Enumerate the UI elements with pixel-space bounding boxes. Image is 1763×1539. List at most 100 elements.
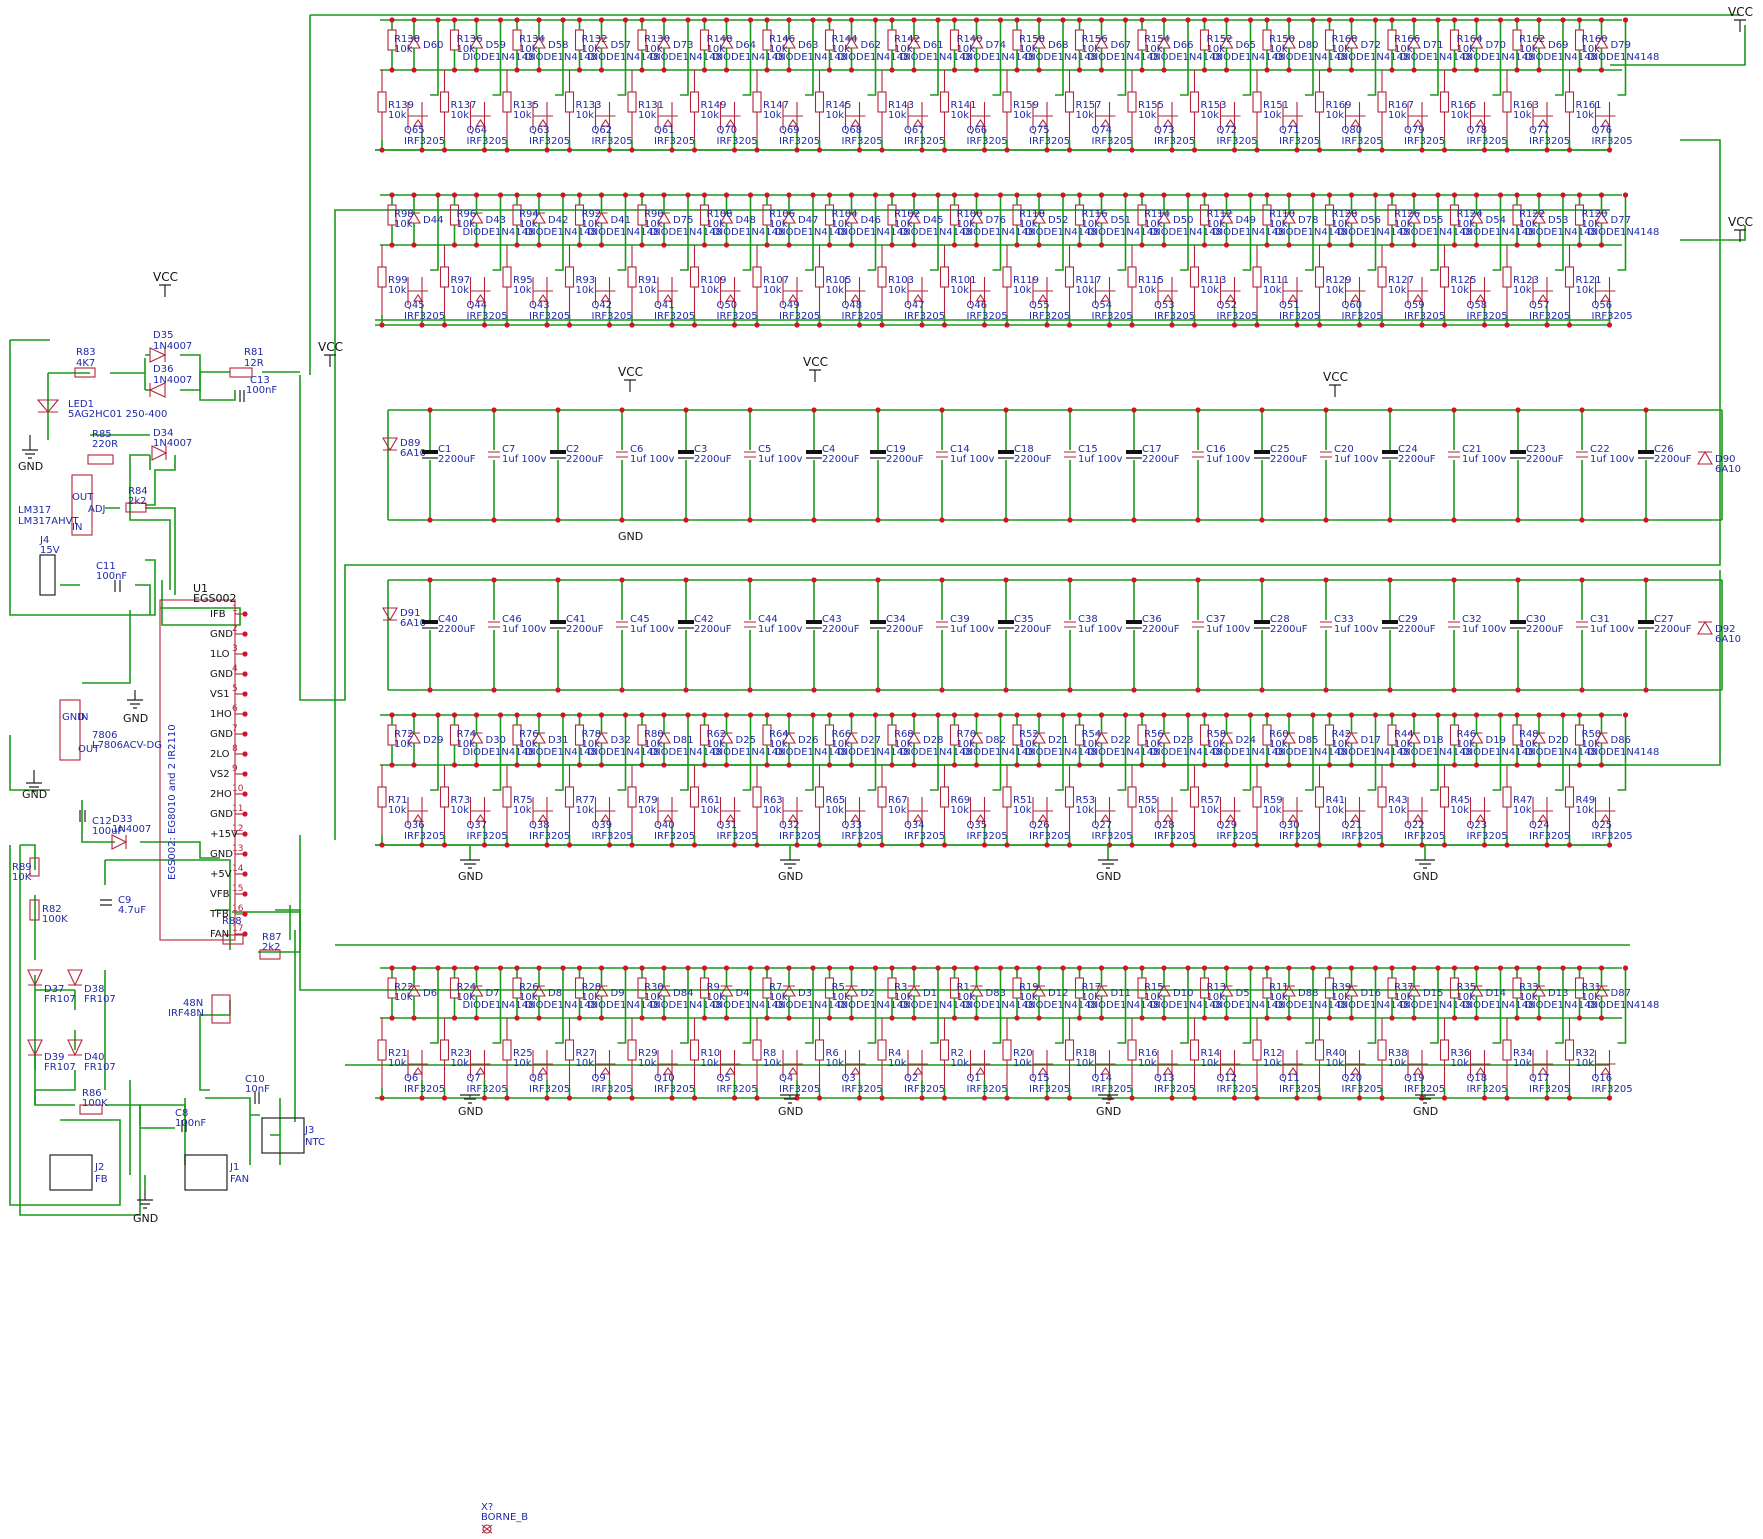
resistor [377, 786, 387, 808]
resistor-ref: R80 [644, 729, 664, 740]
junction [872, 17, 879, 23]
junction [691, 147, 698, 153]
junction [1514, 242, 1520, 248]
mosfet-ref: Q22 [1404, 820, 1425, 831]
resistor-value: 10k [951, 285, 970, 296]
junction [1515, 517, 1521, 523]
resistor-ref: R158 [1019, 34, 1045, 45]
component-label: FR107 [44, 994, 76, 1005]
resistor-ref: R92 [582, 209, 602, 220]
vcc-flag: VCC [618, 365, 643, 392]
junction [764, 1015, 770, 1021]
mosfet-icon [1287, 1067, 1299, 1075]
junction [973, 67, 980, 73]
junction [747, 17, 754, 23]
resistor-ref: R150 [1269, 34, 1295, 45]
capacitor-value: 2200uF [566, 454, 604, 465]
junction [1389, 965, 1395, 971]
junction [1379, 147, 1385, 153]
mosfet-ref: Q46 [967, 300, 988, 311]
resistor-value: 10k [1326, 805, 1345, 816]
junction [242, 671, 248, 677]
junction [973, 17, 980, 23]
mosfet-ref: Q80 [1342, 125, 1363, 136]
pin-number: 2 [232, 624, 238, 634]
junction [639, 762, 645, 768]
mosfet-icon [1037, 119, 1049, 127]
resistor-value: 10k [1576, 285, 1595, 296]
resistor [564, 1039, 575, 1061]
diode-ref: D1 [923, 988, 937, 999]
junction [685, 965, 691, 971]
junction [427, 407, 433, 413]
junction [1286, 762, 1292, 768]
junction [451, 762, 458, 768]
component-label: C11 [96, 561, 116, 572]
resistor-value: 10k [957, 44, 976, 55]
component-label: D35 [153, 330, 173, 341]
resistor [1064, 91, 1075, 113]
electrolytic-icon [1382, 620, 1398, 624]
junction [1451, 1015, 1458, 1021]
junction [786, 762, 792, 768]
junction [879, 1095, 885, 1101]
junction [1326, 712, 1333, 718]
junction [1131, 687, 1137, 693]
capacitor-ref: C27 [1654, 614, 1674, 625]
junction [1356, 147, 1363, 153]
diode-ref: D47 [798, 215, 818, 226]
mosfet-icon [725, 119, 736, 127]
diode-value: DIODE1N4148 [525, 52, 597, 63]
diode-icon [382, 607, 398, 622]
resistor [752, 786, 762, 808]
mosfet-value: IRF3205 [1529, 831, 1570, 842]
resistor [1252, 786, 1262, 808]
junction [1372, 192, 1379, 198]
resistor-ref: R104 [832, 209, 858, 220]
capacitor-ref: C32 [1462, 614, 1482, 625]
resistor-value: 10k [957, 219, 976, 230]
junction [661, 712, 667, 718]
junction [1129, 322, 1135, 328]
capacitor-value: 2200uF [1270, 454, 1308, 465]
junction [981, 842, 988, 848]
junction [1372, 17, 1379, 23]
diode-ref: D64 [736, 40, 756, 51]
resistor-ref: R24 [457, 982, 477, 993]
resistor [1314, 1039, 1325, 1061]
electrolytic-icon [1638, 450, 1654, 454]
junction [389, 762, 395, 768]
mosfet-value: IRF3205 [842, 136, 883, 147]
resistor-value: 10k [576, 1058, 595, 1069]
mosfet-icon [1537, 119, 1549, 127]
vcc-flag: VCC [1323, 370, 1348, 397]
ground-symbol: GND [1413, 1094, 1438, 1118]
resistor-ref: R90 [644, 209, 664, 220]
junction [1379, 842, 1385, 848]
junction [1504, 322, 1510, 328]
resistor-ref: R20 [1013, 1048, 1033, 1059]
capacitor-value: 1uf 100v [1206, 454, 1250, 465]
junction [1566, 842, 1573, 848]
resistor-value: 10k [638, 110, 657, 121]
resistor-value: 10k [1201, 1058, 1220, 1069]
capacitor-value: 2200uF [1654, 454, 1692, 465]
junction [811, 577, 817, 583]
ground-symbol: GND [778, 845, 803, 883]
junction [911, 712, 917, 718]
junction [242, 811, 248, 817]
component-label: 1N4007 [153, 375, 192, 386]
resistor-ref: R30 [644, 982, 664, 993]
diode-value: DIODE1N4148 [1525, 747, 1597, 758]
junction [555, 517, 561, 523]
resistor-value: 10k [888, 1058, 907, 1069]
resistor-ref: R57 [1201, 795, 1221, 806]
resistor [752, 266, 762, 288]
diode-value: DIODE1N4148 [1275, 747, 1347, 758]
